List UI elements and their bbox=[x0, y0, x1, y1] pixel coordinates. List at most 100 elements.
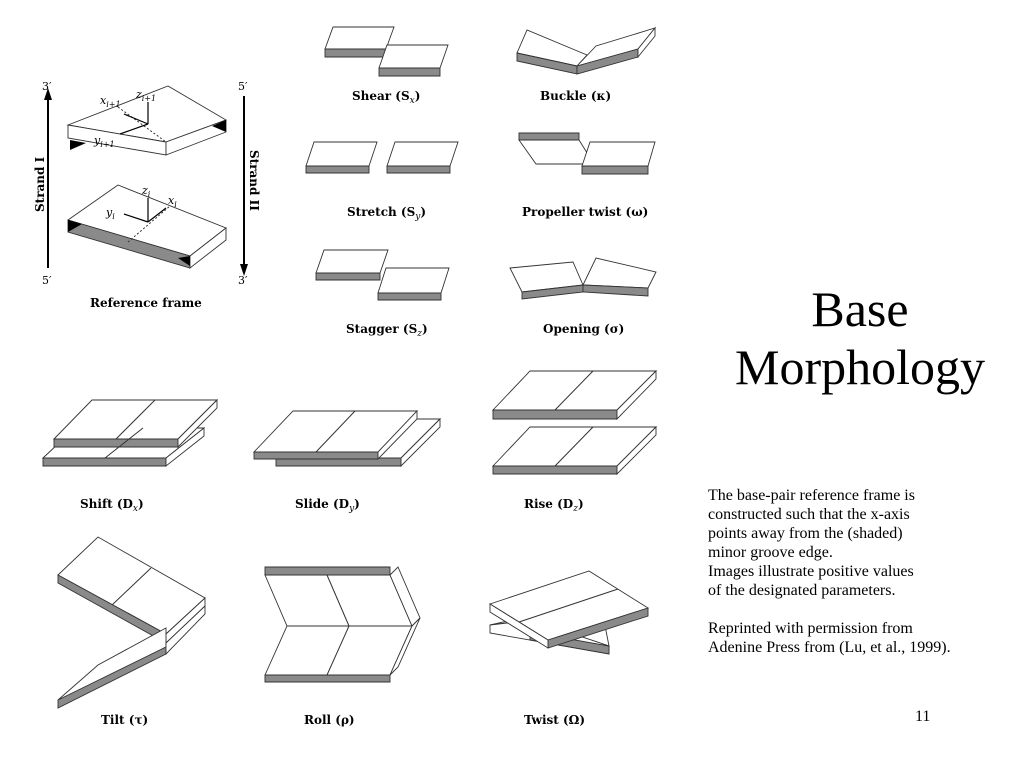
slide-title: Base Morphology bbox=[700, 280, 1020, 396]
propeller-caption: Propeller twist (ω) bbox=[522, 205, 648, 219]
shift-lower-divider bbox=[104, 427, 144, 459]
buckle-diagram: Buckle (κ) bbox=[516, 26, 657, 103]
stretch-right-top bbox=[386, 141, 459, 167]
upper-pair-divider bbox=[117, 106, 167, 143]
credit-line: Reprinted with permission from bbox=[708, 620, 913, 637]
lower-y-label: yi bbox=[105, 206, 115, 221]
stagger-right-top bbox=[377, 267, 450, 294]
rise-diagram: Rise (Dz) bbox=[491, 369, 658, 514]
strand-ii-top-label: 5′ bbox=[238, 80, 248, 93]
twist-upper-divider bbox=[518, 588, 619, 623]
stagger-right-front bbox=[377, 292, 442, 301]
base-parameter-figure: 3′ 5′ Strand I 5′ 3′ Strand II xi+1 zi+1… bbox=[33, 26, 658, 727]
lower-pair-minor-groove-right bbox=[178, 256, 190, 266]
lower-x-axis bbox=[147, 207, 167, 223]
rise-caption: Rise (Dz) bbox=[524, 497, 584, 514]
stretch-caption: Stretch (Sy) bbox=[347, 205, 426, 222]
opening-right-front bbox=[582, 284, 649, 297]
stretch-diagram: Stretch (Sy) bbox=[305, 141, 459, 222]
strand-i-bottom-label: 5′ bbox=[42, 274, 52, 287]
page-number: 11 bbox=[915, 708, 931, 725]
slide-diagram: Slide (Dy) bbox=[252, 409, 442, 514]
stagger-left-front bbox=[315, 272, 381, 281]
upper-z-label: zi+1 bbox=[135, 88, 156, 103]
paragraph-spacer bbox=[708, 600, 1018, 619]
description-line: points away from the (shaded) bbox=[708, 525, 903, 542]
buckle-right-side bbox=[637, 26, 656, 59]
shift-upper-divider bbox=[115, 399, 156, 440]
roll-lower-front bbox=[264, 674, 391, 683]
slide-caption: Slide (Dy) bbox=[295, 497, 360, 514]
tilt-lower-top bbox=[57, 627, 167, 701]
roll-lower-side bbox=[389, 617, 421, 676]
stagger-caption: Stagger (Sz) bbox=[346, 322, 428, 339]
shear-left-front bbox=[324, 48, 387, 58]
rise-lower-front bbox=[492, 465, 618, 475]
reference-frame-caption: Reference frame bbox=[90, 296, 202, 310]
upper-pair-minor-groove-right bbox=[212, 120, 226, 132]
rise-upper-front bbox=[492, 409, 618, 420]
description-line: minor groove edge. bbox=[708, 544, 833, 561]
opening-right-top bbox=[582, 257, 657, 289]
twist-upper-side bbox=[489, 603, 549, 649]
rise-upper-side bbox=[616, 369, 657, 421]
slide-upper-divider bbox=[315, 410, 356, 453]
strand-i-label: Strand I bbox=[33, 156, 47, 212]
strand-ii-label: Strand II bbox=[247, 150, 261, 211]
propeller-left-face bbox=[518, 139, 595, 165]
shift-diagram: Shift (Dx) bbox=[41, 398, 219, 514]
shift-lower-side bbox=[165, 427, 205, 467]
slide-title-line-2: Morphology bbox=[735, 339, 985, 395]
upper-x-axis bbox=[123, 113, 149, 125]
twist-diagram: Twist (Ω) bbox=[488, 570, 650, 727]
stretch-left-front bbox=[305, 165, 370, 174]
stretch-right-front bbox=[386, 165, 451, 174]
shift-caption: Shift (Dx) bbox=[80, 497, 144, 514]
stagger-left-top bbox=[315, 249, 389, 274]
buckle-caption: Buckle (κ) bbox=[540, 89, 611, 103]
reference-frame-diagram: 3′ 5′ Strand I 5′ 3′ Strand II xi+1 zi+1… bbox=[33, 80, 261, 310]
lower-z-label: zi bbox=[141, 184, 151, 199]
slide-upper-front bbox=[253, 451, 379, 460]
propeller-right-top bbox=[581, 141, 656, 167]
slide-description: The base-pair reference frame is constru… bbox=[708, 486, 1018, 657]
slide-lower-side bbox=[400, 417, 441, 468]
description-line: constructed such that the x-axis bbox=[708, 506, 910, 523]
tilt-diagram: Tilt (τ) bbox=[57, 536, 206, 727]
lower-y-axis bbox=[123, 213, 149, 223]
strand-i-top-label: 3′ bbox=[42, 80, 52, 93]
propeller-right-front bbox=[581, 165, 649, 175]
strand-ii-arrowhead bbox=[240, 264, 248, 276]
roll-upper-divider bbox=[326, 574, 350, 627]
shear-diagram: Shear (Sx) bbox=[324, 26, 449, 106]
description-line: of the designated parameters. bbox=[708, 582, 896, 599]
upper-x-label: xi+1 bbox=[100, 94, 121, 109]
shear-right-front bbox=[378, 67, 441, 77]
opening-diagram: Opening (σ) bbox=[509, 257, 657, 336]
shift-lower-front bbox=[42, 457, 167, 467]
lower-x-label: xi bbox=[168, 194, 177, 209]
roll-lower-divider bbox=[326, 625, 350, 676]
tilt-lower-side bbox=[165, 604, 206, 656]
stretch-left-top bbox=[305, 141, 378, 167]
tilt-upper-divider bbox=[111, 567, 152, 606]
rise-lower-divider bbox=[554, 426, 594, 467]
strand-i-arrowhead bbox=[44, 88, 52, 100]
strand-ii-bottom-label: 3′ bbox=[238, 274, 248, 287]
shear-caption: Shear (Sx) bbox=[352, 89, 420, 106]
shear-left-top bbox=[324, 26, 395, 50]
propeller-twist-diagram: Propeller twist (ω) bbox=[518, 132, 656, 219]
description-line: Images illustrate positive values bbox=[708, 563, 914, 580]
roll-upper-back bbox=[264, 566, 391, 576]
tilt-lower-front bbox=[57, 646, 167, 709]
slide-upper-side bbox=[377, 409, 418, 461]
opening-caption: Opening (σ) bbox=[543, 322, 624, 336]
lower-pair-minor-groove-left bbox=[68, 220, 82, 232]
roll-diagram: Roll (ρ) bbox=[264, 566, 421, 727]
roll-caption: Roll (ρ) bbox=[304, 713, 355, 727]
lower-pair-divider bbox=[127, 205, 171, 243]
shift-upper-side bbox=[177, 398, 218, 449]
upper-pair-minor-groove-left bbox=[70, 140, 86, 150]
slide-title-line-1: Base bbox=[811, 281, 909, 337]
shift-upper-front bbox=[53, 438, 179, 448]
